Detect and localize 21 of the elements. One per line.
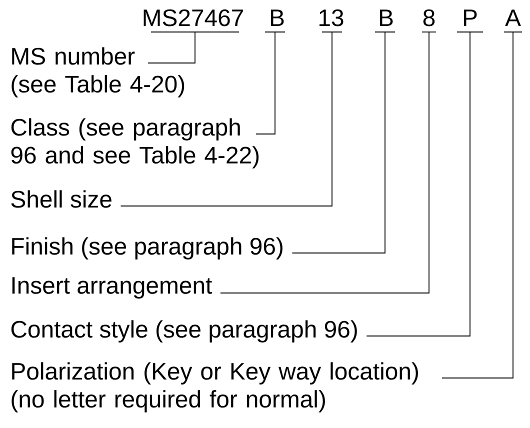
code-letter: 8 [422, 9, 436, 32]
leader-line [292, 32, 386, 254]
leader-line [366, 32, 470, 336]
leader-line [148, 32, 196, 64]
description-text: Class (see paragraph 96 and see Table 4-22) [11, 118, 259, 168]
code-letter: A [504, 10, 522, 32]
leader-line [442, 32, 514, 378]
description-text: Finish (see paragraph 96) [12, 237, 282, 260]
description-text: MS number (see Table 4-20) [12, 47, 184, 98]
leader-line [220, 32, 430, 294]
code-letter: B [374, 10, 396, 32]
description-text: Insert arrangement [12, 277, 212, 299]
code-letter: P [456, 10, 484, 32]
code-letter: 13 [320, 9, 344, 32]
code-letter: B [264, 10, 286, 32]
description-text: Polarization (Key or Key way location) (no letter required for normal) [12, 362, 418, 412]
code-letter: MS27467 [144, 9, 243, 32]
leader-line [120, 32, 332, 206]
leader-line [256, 32, 276, 134]
description-text: Shell size [11, 190, 112, 208]
description-text: Contact style (see paragraph 96) [11, 320, 357, 342]
